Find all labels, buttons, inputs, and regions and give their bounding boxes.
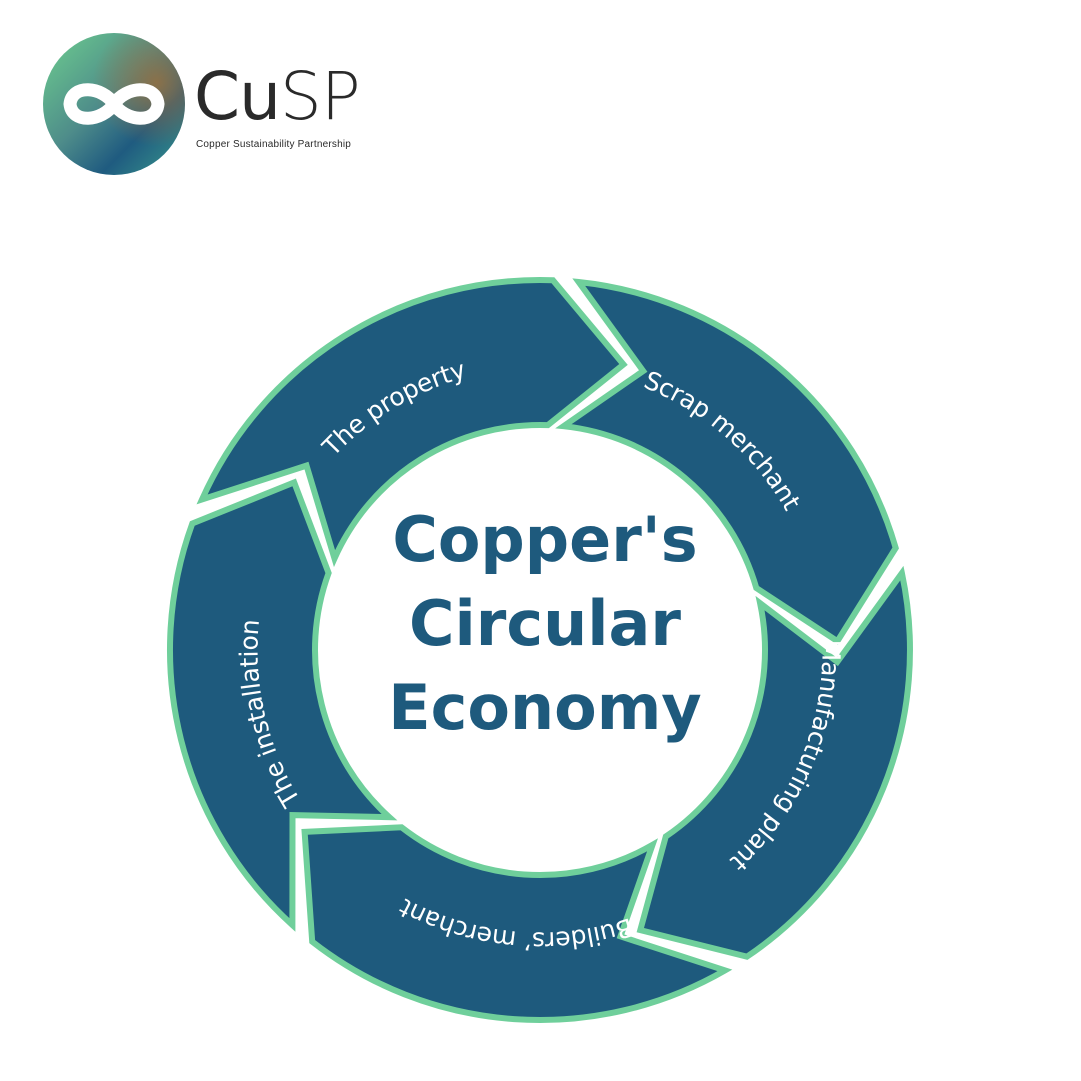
segment-builders-merchant: [301, 824, 733, 1023]
cusp-logo: CuSP Copper Sustainability Partnership: [40, 28, 380, 178]
cycle-segments: [167, 276, 913, 1023]
brand-name: CuSP: [194, 64, 361, 130]
logo-circle: [43, 33, 185, 175]
brand-tagline: Copper Sustainability Partnership: [196, 139, 352, 150]
brand-name-cu: Cu: [194, 58, 281, 135]
segment-the-property: [196, 276, 628, 568]
segment-scrap-merchant: [555, 278, 899, 646]
segment-the-installation: [167, 478, 398, 932]
center-title: Copper's Circular Economy: [340, 498, 750, 750]
infinity-icon: [63, 83, 165, 125]
center-title-line-3: Economy: [388, 671, 702, 744]
segment-manufacturing-plant: [636, 565, 913, 960]
brand-name-sp: SP: [279, 58, 361, 135]
center-title-line-1: Copper's: [392, 503, 698, 576]
center-title-line-2: Circular: [409, 587, 681, 660]
